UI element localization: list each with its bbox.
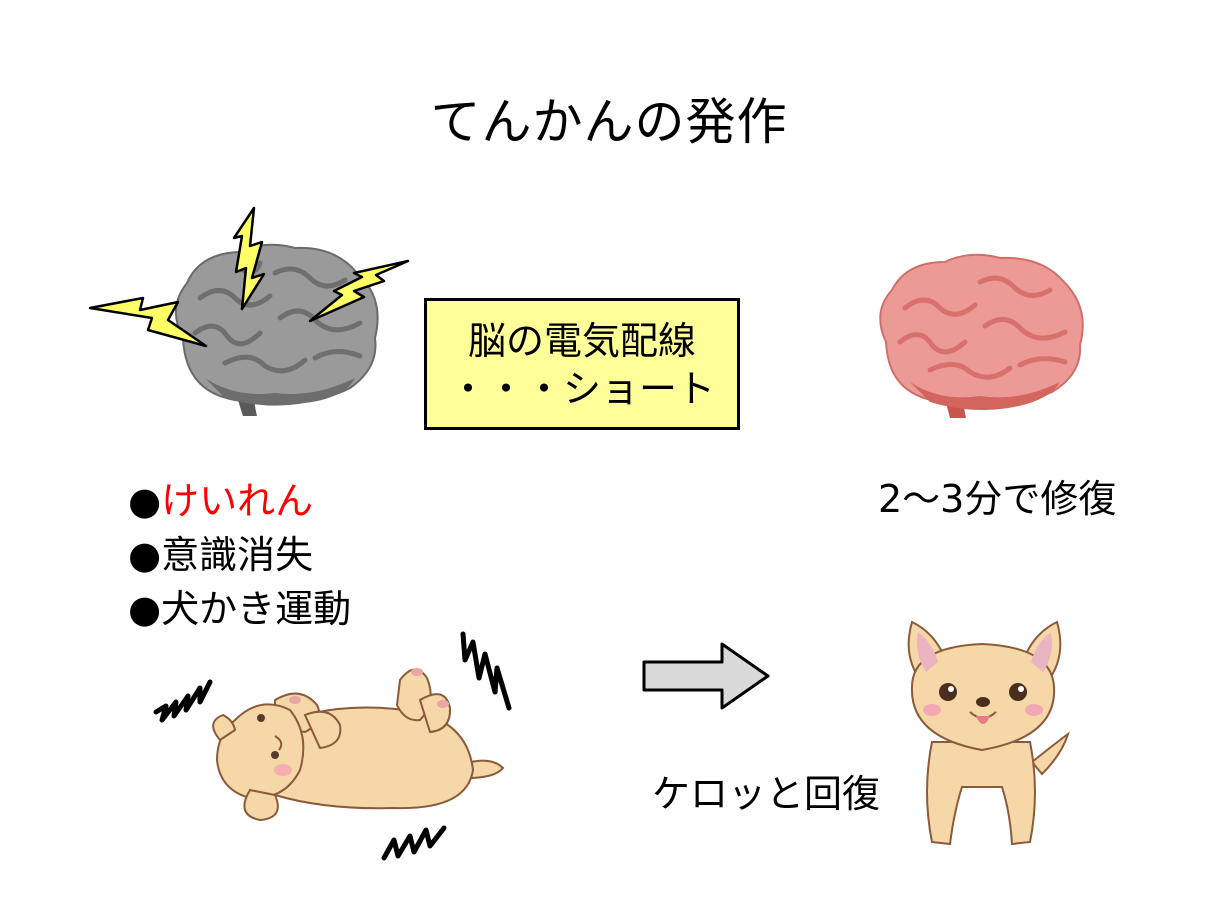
page-title: てんかんの発作 [430,93,788,151]
bullet: ● [128,587,162,631]
recovery-note-text: ケロッと回復 [652,772,881,816]
squiggle-icon [381,825,447,861]
bullet: ● [128,479,162,523]
box-line-1: 脳の電気配線 [467,319,696,363]
recovery-time-text: 2〜3分で修復 [878,477,1117,521]
brain-pink-icon [879,253,1084,418]
symptom-convulsion: けいれん [161,479,314,523]
symptom-item: ●犬かき運動 [128,582,351,636]
symptom-item: ●意識消失 [128,528,351,582]
symptom-item: ●けいれん [128,474,351,528]
symptom-unconscious: 意識消失 [161,533,314,577]
arrow-right-icon [642,642,770,710]
symptom-paddling: 犬かき運動 [161,587,352,631]
lightning-bolt-icon [308,259,410,323]
box-line-2: ・・・ショート [448,367,715,411]
convulsing-dog-icon [212,668,505,822]
bullet: ● [128,533,162,577]
squiggle-icon [460,631,512,711]
happy-dog-icon [907,620,1070,846]
squiggle-icon [153,679,213,723]
lightning-bolt-icon [88,296,208,348]
symptom-list: ●けいれん ●意識消失 ●犬かき運動 [128,474,351,636]
short-circuit-box: 脳の電気配線 ・・・ショート [424,298,740,430]
lightning-bolt-icon [232,206,266,311]
